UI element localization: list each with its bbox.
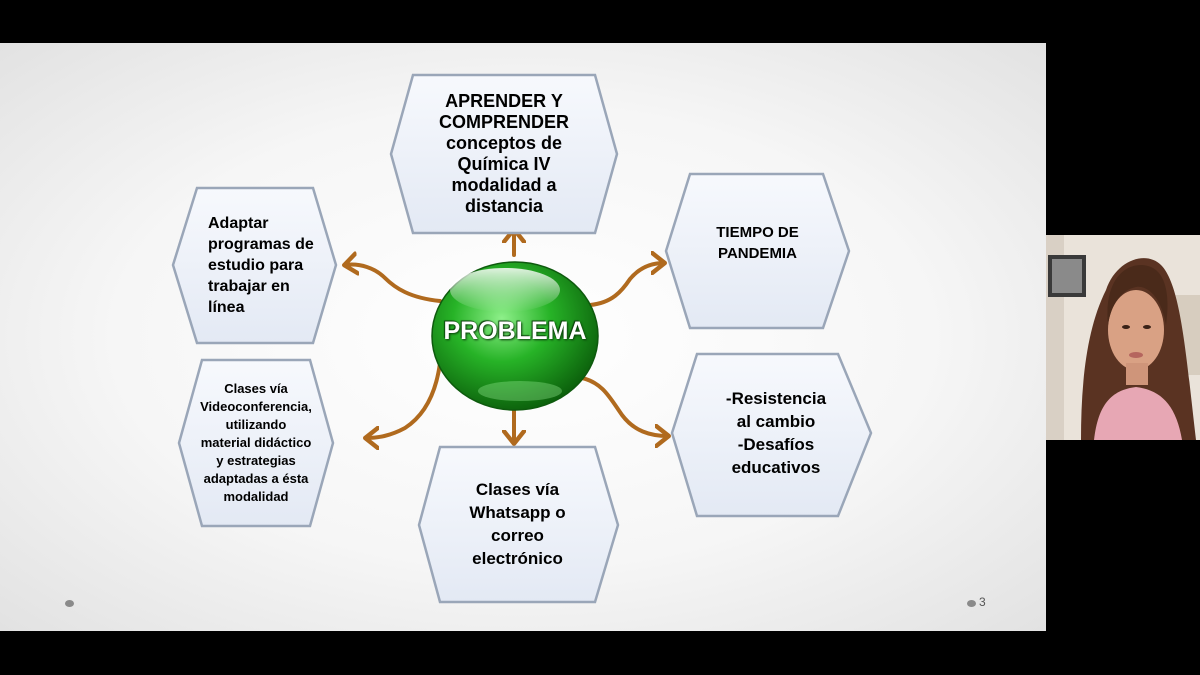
center-label: PROBLEMA [443,316,587,345]
slide-left-dot [65,600,74,607]
webcam-thumbnail[interactable] [1046,235,1200,440]
webcam-person-illustration [1046,235,1200,440]
arrow-to-upper-left [345,265,442,303]
node-upper-left-text: Adaptar programas de estudio para trabaj… [208,214,314,316]
arrow-to-lower-left [366,361,442,438]
hexagon-upper-right [664,172,851,330]
slide-right-dot [967,600,976,607]
diagram-canvas [171,73,873,604]
hexagon-bottom [417,445,620,604]
hexagon-upper-left [171,186,338,345]
problem-sphere [431,261,599,411]
node-top-text: APRENDER Y COMPRENDER conceptos de Quími… [438,91,569,216]
hexagon-lower-left [177,358,335,528]
node-lower-left-text: Clases vía Videoconferencia, utilizando … [200,381,312,504]
arrow-to-lower-right [580,376,668,436]
hexagon-lower-right [670,352,873,518]
hexagon-top [389,73,619,235]
presentation-slide: APRENDER Y COMPRENDER conceptos de Quími… [0,43,1046,631]
node-bottom-text: Clases vía Whatsapp o correo electrónico [469,480,566,568]
node-lower-right-text: -Resistencia al cambio -Desafíos educati… [725,389,827,477]
page-number: 3 [979,595,986,609]
arrow-to-upper-right [588,263,664,307]
node-upper-right-text: TIEMPO DE PANDEMIA [716,224,799,262]
